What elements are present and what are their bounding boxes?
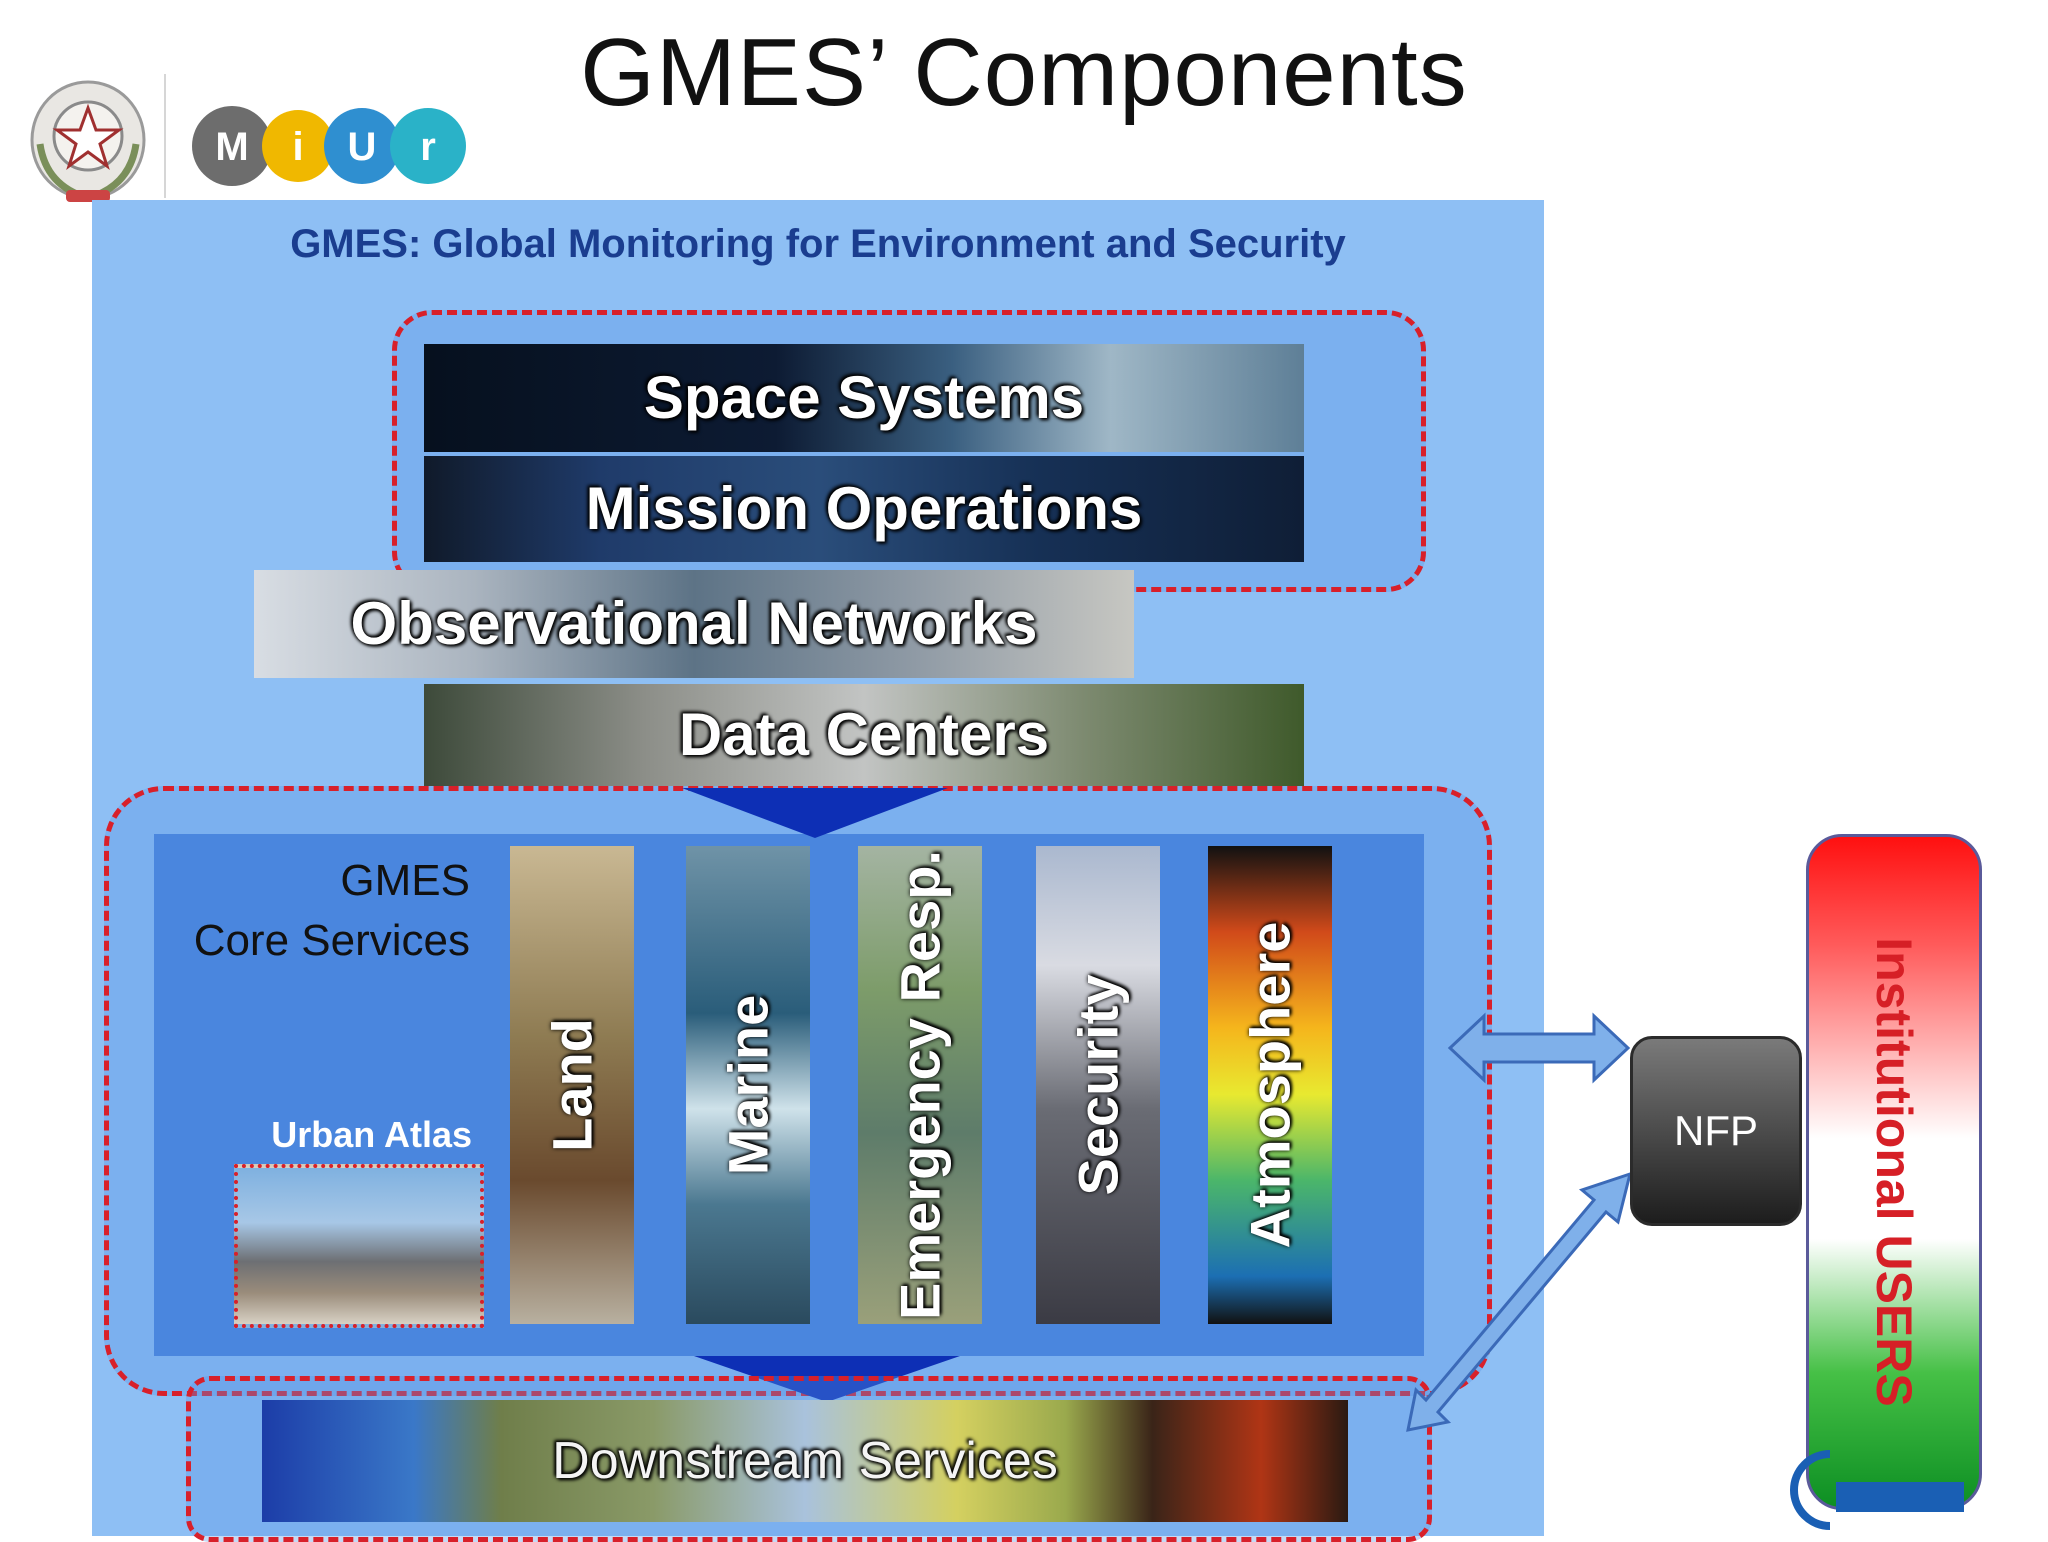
nfp-box: NFP [1630,1036,1802,1226]
mission-operations-banner: Mission Operations [424,456,1304,562]
institutional-users-label: Institutional USERS [1866,937,1922,1407]
service-land: Land [510,846,634,1324]
core-services-title-line1: GMES [340,856,470,905]
diagram-subtitle: GMES: Global Monitoring for Environment … [290,222,1346,266]
service-atmosphere-label: Atmosphere [1238,921,1302,1249]
svg-text:i: i [292,125,303,169]
service-emergency: Emergency Resp. [858,846,982,1324]
gmes-logo [1790,1450,1964,1530]
downstream-services-banner: Downstream Services [262,1400,1348,1522]
urban-atlas-label: Urban Atlas [271,1114,472,1155]
nfp-label: NFP [1674,1107,1758,1154]
down-arrow-icon [682,788,948,838]
svg-text:M: M [215,125,248,169]
diagonal-arrow-icon [1406,1171,1633,1432]
svg-text:r: r [420,125,436,169]
service-marine: Marine [686,846,810,1324]
mission-operations-label: Mission Operations [585,475,1143,542]
italian-emblem-logo [30,80,146,202]
miur-logo: M i U r [192,106,466,186]
service-emergency-label: Emergency Resp. [888,850,952,1320]
service-atmosphere: Atmosphere [1208,846,1332,1324]
logo-divider [164,74,166,198]
data-centers-banner: Data Centers [424,684,1304,786]
bidirectional-arrow-icon [1447,1012,1631,1084]
downstream-services-label: Downstream Services [552,1432,1058,1490]
urban-atlas-image [234,1164,484,1328]
space-systems-label: Space Systems [643,364,1085,431]
space-systems-banner: Space Systems [424,344,1304,452]
service-security: Security [1036,846,1160,1324]
observational-networks-label: Observational Networks [350,590,1038,657]
service-security-label: Security [1066,974,1130,1196]
core-services-title-line2: Core Services [193,916,470,965]
service-marine-label: Marine [716,994,780,1176]
page-title: GMES’ Components [580,19,1468,126]
service-land-label: Land [540,1018,604,1152]
institutional-users-bar: Institutional USERS [1806,834,1982,1510]
data-centers-label: Data Centers [678,701,1050,768]
svg-text:U: U [348,125,377,169]
observational-networks-banner: Observational Networks [254,570,1134,678]
